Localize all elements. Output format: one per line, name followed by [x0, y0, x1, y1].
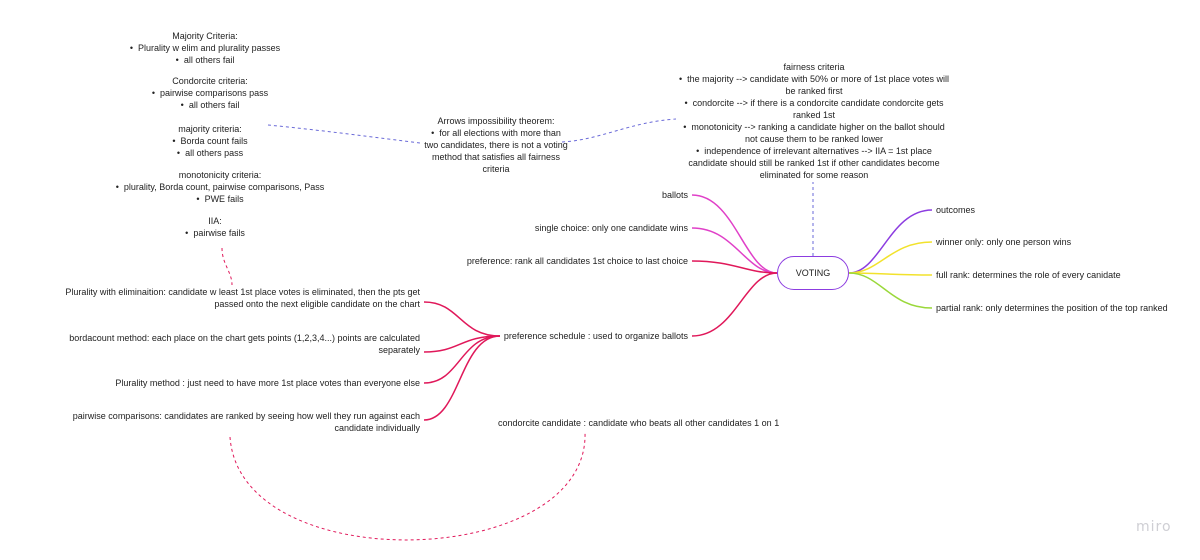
node-ballots[interactable]: ballots	[661, 190, 688, 200]
node-preference[interactable]: preference: rank all candidates 1st choi…	[466, 256, 688, 266]
majority2-item: all others pass	[150, 147, 270, 159]
dashed-pairwise-condorcite	[229, 431, 586, 541]
root-label: VOTING	[795, 268, 831, 278]
arrows-title: Arrows impossibility theorem:	[437, 116, 555, 126]
node-preference-schedule[interactable]: preference schedule : used to organize b…	[503, 331, 688, 341]
edge-full-rank	[848, 272, 933, 276]
node-borda-count[interactable]: bordacount method: each place on the cha…	[69, 333, 420, 355]
edge-pairwise	[423, 335, 501, 421]
note-arrows-theorem[interactable]: Arrows impossibility theorem: for all el…	[424, 115, 568, 175]
dashed-iia-plurality-elim	[221, 247, 233, 286]
node-outcomes[interactable]: outcomes	[936, 205, 976, 215]
fairness-bullet-monotonicity: monotonicity --> ranking a candidate hig…	[678, 121, 950, 145]
iia-item: pairwise fails	[170, 227, 260, 239]
edge-borda	[423, 335, 501, 353]
monotonicity-item: PWE fails	[105, 193, 335, 205]
condorcite-item: all others fail	[120, 99, 300, 111]
fairness-title: fairness criteria	[783, 62, 845, 72]
condorcite-item: pairwise comparisons pass	[120, 87, 300, 99]
edge-plurality	[423, 335, 501, 384]
dashed-arrows-fairness	[561, 118, 677, 143]
dashed-majority-arrows	[267, 124, 421, 144]
node-pairwise-comparisons[interactable]: pairwise comparisons: candidates are ran…	[72, 411, 420, 433]
majority1-item: Plurality w elim and plurality passes	[110, 42, 300, 54]
node-full-rank[interactable]: full rank: determines the role of every …	[936, 270, 1121, 280]
note-monotonicity-criteria[interactable]: monotonicity criteria: plurality, Borda …	[105, 169, 335, 205]
arrows-bullet: for all elections with more than two can…	[424, 127, 568, 175]
note-iia[interactable]: IIA: pairwise fails	[170, 215, 260, 239]
node-partial-rank[interactable]: partial rank: only determines the positi…	[936, 303, 1168, 313]
majority2-item: Borda count fails	[150, 135, 270, 147]
edge-partial-rank	[848, 272, 933, 309]
note-fairness-criteria[interactable]: fairness criteria the majority --> candi…	[678, 61, 950, 181]
node-plurality-elimination[interactable]: Plurality with eliminaition: candidate w…	[65, 287, 420, 309]
note-condorcite-criteria[interactable]: Condorcite criteria: pairwise comparison…	[120, 75, 300, 111]
iia-title: IIA:	[208, 216, 222, 226]
edge-plurality-elim	[423, 301, 501, 337]
edge-winner-only	[848, 241, 933, 274]
edge-preference-schedule	[691, 272, 778, 337]
edge-preference	[691, 260, 778, 274]
node-single-choice[interactable]: single choice: only one candidate wins	[534, 223, 688, 233]
note-majority-criteria-2[interactable]: majority criteria: Borda count fails all…	[150, 123, 270, 159]
fairness-bullet-iia: independence of irrelevant alternatives …	[678, 145, 950, 181]
monotonicity-item: plurality, Borda count, pairwise compari…	[105, 181, 335, 193]
majority1-title: Majority Criteria:	[172, 31, 238, 41]
note-majority-criteria-1[interactable]: Majority Criteria: Plurality w elim and …	[110, 30, 300, 66]
edge-ballots	[691, 194, 778, 274]
majority2-title: majority criteria:	[178, 124, 242, 134]
miro-logo: miro	[1136, 519, 1172, 535]
node-condorcite-candidate[interactable]: condorcite candidate : candidate who bea…	[498, 418, 780, 428]
node-winner-only[interactable]: winner only: only one person wins	[936, 237, 1072, 247]
edge-outcomes	[848, 209, 933, 274]
node-plurality-method[interactable]: Plurality method : just need to have mor…	[115, 378, 420, 388]
majority1-item: all others fail	[110, 54, 300, 66]
root-node-voting[interactable]: VOTING	[777, 256, 849, 290]
fairness-bullet-majority: the majority --> candidate with 50% or m…	[678, 73, 950, 97]
edge-single-choice	[691, 227, 778, 274]
condorcite-title: Condorcite criteria:	[172, 76, 248, 86]
fairness-bullet-condorcite: condorcite --> if there is a condorcite …	[678, 97, 950, 121]
monotonicity-title: monotonicity criteria:	[178, 170, 262, 180]
